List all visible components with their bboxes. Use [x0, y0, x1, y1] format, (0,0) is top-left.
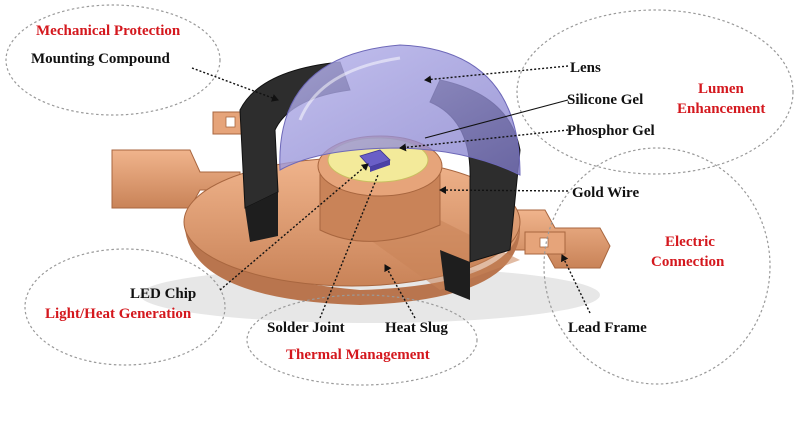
group-ellipse-electric	[543, 147, 771, 385]
leader-gold-wire	[439, 186, 569, 195]
category-thermal-management: Thermal Management	[286, 347, 430, 363]
category-mechanical-protection: Mechanical Protection	[36, 23, 181, 39]
group-ellipse-light	[24, 248, 226, 366]
leader-phosphor-gel	[399, 129, 569, 152]
leader-mounting-compound	[191, 67, 279, 102]
leader-led-chip	[219, 163, 369, 291]
label-solder-joint: Solder Joint	[267, 320, 345, 336]
category-electric-line-1: Electric	[665, 234, 715, 250]
leader-solder-joint	[319, 174, 379, 319]
led-package-illustration	[111, 44, 611, 323]
category-electric-line-2: Connection	[651, 254, 725, 270]
group-ellipse-mechanical	[5, 4, 221, 116]
label-silicone-gel: Silicone Gel	[567, 92, 643, 108]
leader-lead-frame	[561, 254, 591, 314]
leader-silicone-gel	[424, 99, 569, 139]
group-ellipse-thermal	[246, 294, 478, 386]
right-lead-frame	[504, 209, 611, 269]
label-lens: Lens	[570, 60, 601, 76]
label-lead-frame: Lead Frame	[568, 320, 647, 336]
label-gold-wire: Gold Wire	[572, 185, 639, 201]
group-ellipse-lumen	[516, 9, 794, 175]
led-chip	[359, 149, 391, 172]
category-lumen-line-2: Enhancement	[677, 101, 765, 117]
label-phosphor-gel: Phosphor Gel	[567, 123, 655, 139]
label-heat-slug: Heat Slug	[385, 320, 448, 336]
category-light-heat-generation: Light/Heat Generation	[45, 306, 192, 322]
label-mounting-compound: Mounting Compound	[31, 51, 170, 67]
category-lumen-line-1: Lumen	[698, 81, 745, 97]
label-led-chip: LED Chip	[130, 286, 196, 302]
